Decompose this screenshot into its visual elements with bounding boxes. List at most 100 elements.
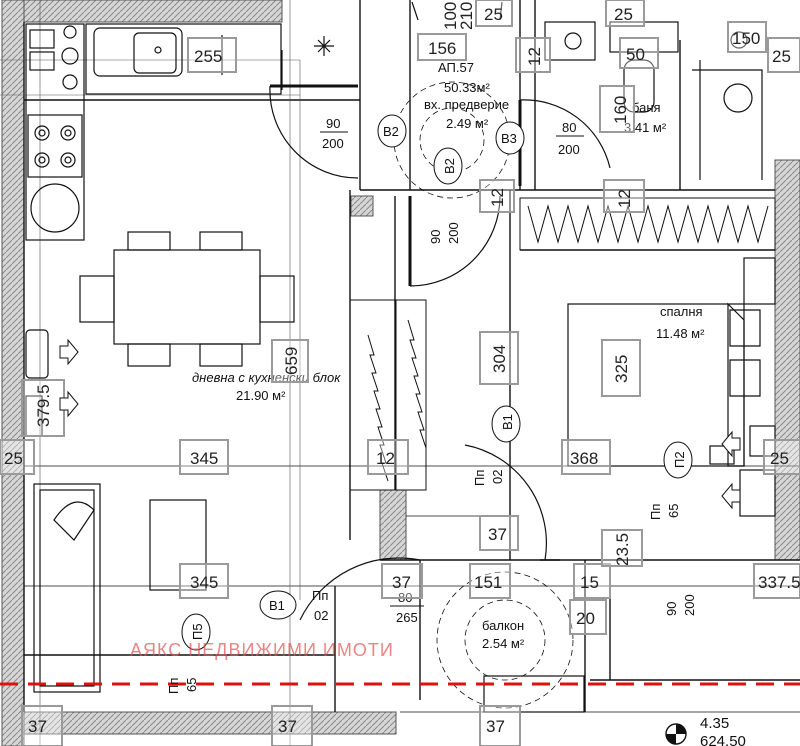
washer — [30, 183, 80, 233]
door-tag-b1b: B1 — [269, 598, 285, 613]
dim-bal-15: 15 — [573, 563, 611, 599]
dim-top-12b: 12 — [603, 179, 645, 213]
apartment-area: 50.33м² — [444, 80, 490, 95]
svg-text:368: 368 — [570, 449, 598, 468]
dim-bot-37c: 37 — [479, 705, 521, 746]
svg-text:37: 37 — [278, 717, 297, 736]
dim-top-25b: 25 — [605, 0, 645, 27]
svg-text:255: 255 — [194, 47, 222, 66]
door-height-200d: 200 — [682, 594, 697, 616]
door-type-pn3: Пп — [648, 504, 663, 520]
dim-bot-37a: 37 — [21, 705, 63, 746]
balcony-area: 2.54 м² — [482, 636, 525, 651]
top-left-wall — [23, 0, 283, 23]
door-type-pn1: Пп — [472, 470, 487, 486]
svg-text:151: 151 — [474, 573, 502, 592]
svg-text:37: 37 — [28, 717, 47, 736]
svg-text:15: 15 — [580, 573, 599, 592]
door-type-pn2-code: 02 — [314, 608, 328, 623]
dim-left-379: 379.5 — [21, 379, 65, 437]
apartment-label: АП.57 — [438, 60, 474, 75]
svg-text:156: 156 — [428, 39, 456, 58]
svg-text:210: 210 — [457, 2, 476, 30]
sink — [93, 27, 183, 77]
dim-bal-20: 20 — [569, 599, 607, 635]
dim-top-50: 50 — [619, 37, 659, 69]
dim-bal-23: 23.5 — [601, 529, 643, 567]
dim-bal-37b: 37 — [479, 515, 519, 551]
dim-living-345a: 345 — [179, 439, 229, 475]
svg-text:304: 304 — [490, 345, 509, 373]
svg-text:12: 12 — [488, 188, 507, 207]
svg-text:345: 345 — [190, 449, 218, 468]
bedroom-wardrobe — [519, 197, 776, 251]
door-tag-b3: B3 — [501, 131, 517, 146]
dim-top-150: 150 — [727, 21, 767, 53]
door-type-pn4-code: 65 — [184, 678, 199, 692]
door-height-200a: 200 — [322, 136, 344, 151]
door-width-90c: 90 — [664, 602, 679, 616]
balcony-label: балкон — [482, 618, 524, 633]
living-label: дневна с кухненски блок — [192, 370, 341, 385]
right-bedroom-wall — [774, 159, 800, 561]
dim-top-100: 100 — [441, 2, 460, 30]
bottom-left-wall — [23, 711, 397, 735]
door-height-200c: 200 — [446, 222, 461, 244]
bath-label: баня — [632, 100, 661, 115]
door-tag-b2b: B2 — [442, 158, 457, 174]
door-b2-kitchen — [269, 85, 359, 179]
dim-bal-37a: 37 — [381, 563, 423, 599]
svg-text:25: 25 — [614, 5, 633, 24]
door-tag-p2: П2 — [672, 451, 687, 468]
door-height-265: 265 — [396, 610, 418, 625]
dining-table — [79, 231, 295, 367]
bed — [567, 257, 776, 517]
window-arrows — [59, 338, 741, 510]
svg-text:37: 37 — [392, 573, 411, 592]
hob — [27, 114, 83, 178]
dim-corridor-304: 304 — [479, 331, 519, 385]
living-area: 21.90 м² — [236, 388, 286, 403]
dim-living-659: 659 — [271, 339, 309, 383]
svg-text:37: 37 — [488, 525, 507, 544]
door-height-200b: 200 — [558, 142, 580, 157]
dim-top-25c: 25 — [767, 37, 800, 73]
svg-text:20: 20 — [576, 609, 595, 628]
door-labels: B2 B2 B3 B1 B1 П2 П5 90 200 80 200 90 20… — [166, 114, 697, 694]
watermark: АЯКС НЕДВИЖИМИ ИМОТИ — [130, 640, 394, 660]
svg-text:25: 25 — [770, 449, 789, 468]
hall-label: вх. предверие — [424, 97, 509, 112]
svg-text:23.5: 23.5 — [613, 533, 632, 566]
dim-left-25: 25 — [0, 439, 35, 475]
door-tag-b1a: B1 — [500, 414, 515, 430]
svg-text:25: 25 — [484, 5, 503, 24]
svg-text:25: 25 — [4, 449, 23, 468]
dim-bedroom-368: 368 — [561, 439, 611, 475]
room-labels: АП.57 50.33м² вх. предверие 2.49 м² баня… — [192, 60, 705, 651]
svg-text:150: 150 — [732, 29, 760, 48]
dim-top-25a: 25 — [475, 0, 513, 27]
hall-column — [350, 195, 374, 217]
door-type-pn1-code: 02 — [490, 470, 505, 484]
door-b3-bath — [519, 99, 611, 169]
dim-bedroom-325: 325 — [601, 339, 641, 397]
svg-text:50: 50 — [626, 45, 645, 64]
hall-area: 2.49 м² — [446, 116, 489, 131]
sofa-area — [25, 329, 207, 693]
dim-right-337: 337.5 — [753, 563, 800, 599]
svg-text:659: 659 — [282, 347, 301, 375]
dim-right-25: 25 — [763, 439, 800, 475]
door-type-pn2: Пп — [312, 588, 328, 603]
dim-top-156: 156 — [417, 33, 467, 61]
dim-mid-12c: 12 — [367, 439, 409, 475]
door-type-pn3-code: 65 — [666, 504, 681, 518]
kitchen — [25, 23, 334, 241]
svg-text:25: 25 — [772, 47, 791, 66]
svg-text:337.5: 337.5 — [758, 573, 800, 592]
level-elevation: 624.50 — [700, 733, 746, 746]
door-b1-living — [299, 557, 421, 621]
door-type-pn4: Пп — [166, 678, 181, 694]
